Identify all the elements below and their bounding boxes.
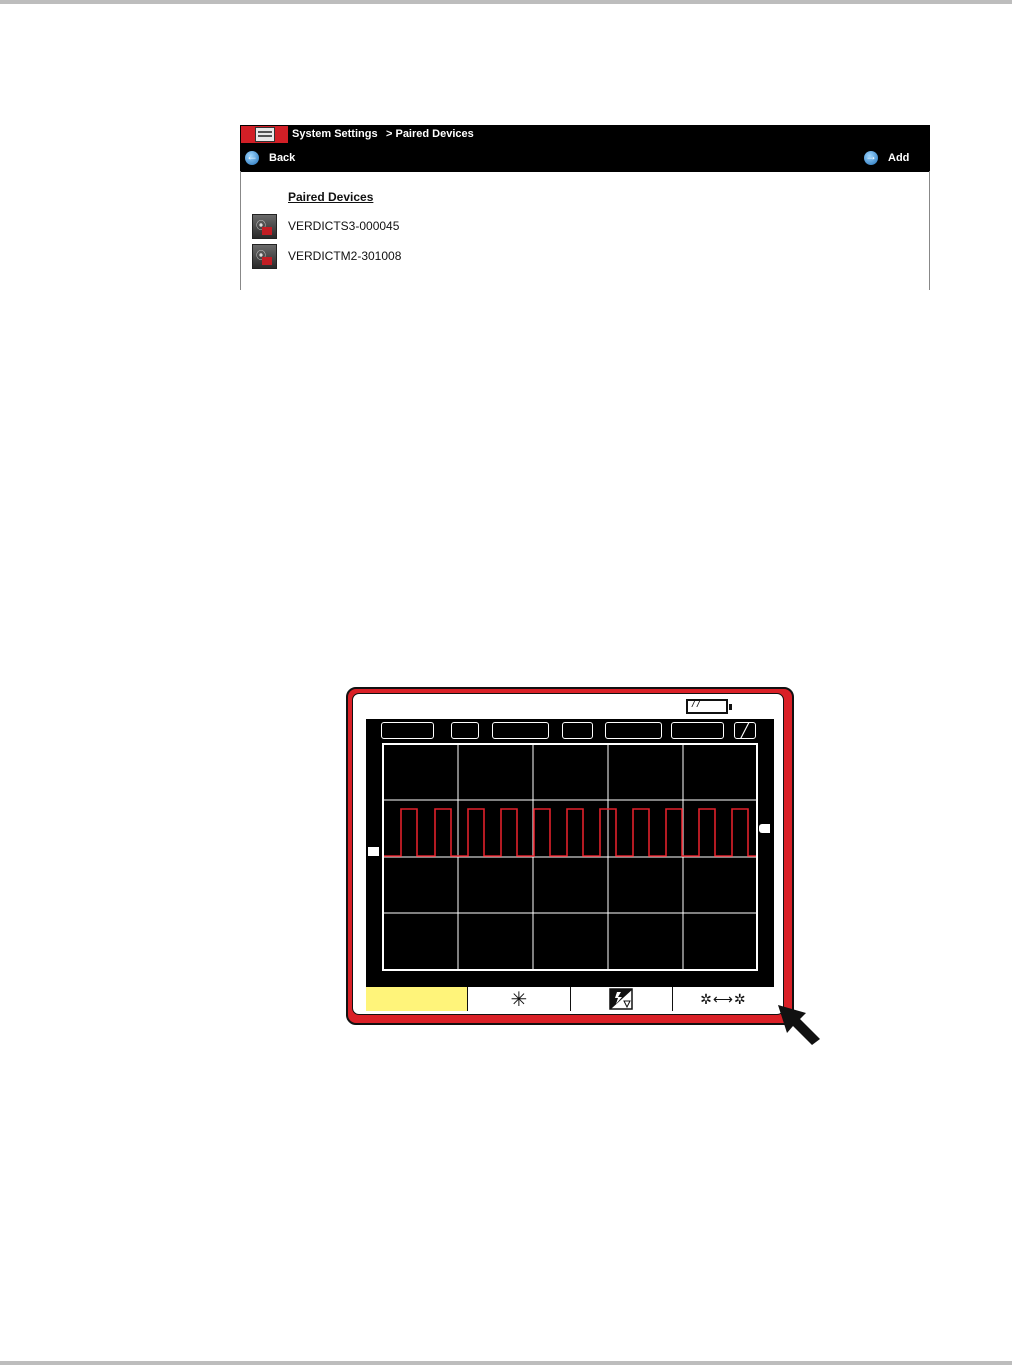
wireless-device-icon: ⦿ (252, 213, 277, 239)
add-button[interactable]: → Add (864, 149, 909, 167)
app-logo[interactable] (241, 126, 288, 143)
wireless-device-icon: ⦿ (252, 243, 277, 269)
menu-tab[interactable] (671, 722, 724, 739)
softkey-1[interactable] (366, 987, 469, 1011)
bluetooth-connection-icon: ✲⟷✲ (700, 990, 747, 1007)
menu-tab[interactable] (451, 722, 479, 739)
panel-border-right (929, 171, 930, 290)
paired-devices-heading: Paired Devices (288, 190, 374, 204)
grid-lines (384, 745, 756, 969)
breadcrumb-system-settings[interactable]: System Settings (292, 128, 378, 140)
device-name: VERDICTS3-000045 (288, 219, 400, 233)
forward-arrow-icon: → (864, 149, 878, 165)
paired-devices-screen: System Settings > Paired Devices ← Back … (240, 125, 930, 290)
back-label: Back (269, 152, 296, 164)
menu-tab[interactable] (605, 722, 662, 739)
softkey-brightness[interactable] (571, 987, 673, 1011)
title-bar: System Settings > Paired Devices ← Back … (240, 125, 930, 172)
list-item-device[interactable]: ⦿ VERDICTM2-301008 (252, 243, 401, 269)
trigger-slope-icon[interactable]: ╱ (734, 722, 756, 739)
waveform-svg (384, 745, 756, 969)
breadcrumb-paired-devices: > Paired Devices (386, 128, 474, 140)
brightness-contrast-icon (609, 988, 633, 1010)
ground-level-marker (368, 847, 379, 856)
list-item-device[interactable]: ⦿ VERDICTS3-000045 (252, 213, 399, 239)
menu-tab[interactable] (492, 722, 549, 739)
softkey-freeze[interactable]: ✳ (468, 987, 571, 1011)
softkey-bar: ✳ ✲⟷✲ (366, 987, 774, 1011)
freeze-snowflake-icon: ✳ (510, 988, 528, 1011)
menu-tab[interactable] (381, 722, 434, 739)
page-bottom-rule (0, 1361, 1012, 1365)
device-name: VERDICTM2-301008 (288, 249, 402, 263)
battery-icon: // (686, 698, 732, 714)
waveform-grid (382, 743, 758, 971)
softkey-bluetooth[interactable]: ✲⟷✲ (673, 987, 774, 1011)
battery-glyph: // (692, 698, 703, 710)
callout-arrow-icon (778, 1005, 820, 1045)
trigger-level-marker (759, 824, 770, 833)
menu-tab[interactable] (562, 722, 593, 739)
scope-device-illustration: // ╱ (346, 687, 794, 1025)
page-top-rule (0, 0, 1012, 4)
back-arrow-icon: ← (245, 149, 259, 165)
back-button[interactable]: ← Back (245, 149, 295, 167)
menu-icon (255, 127, 275, 142)
signal-trace (384, 808, 756, 857)
add-label: Add (888, 152, 910, 164)
panel-border-left (240, 171, 241, 290)
scope-display: ╱ (366, 719, 774, 987)
